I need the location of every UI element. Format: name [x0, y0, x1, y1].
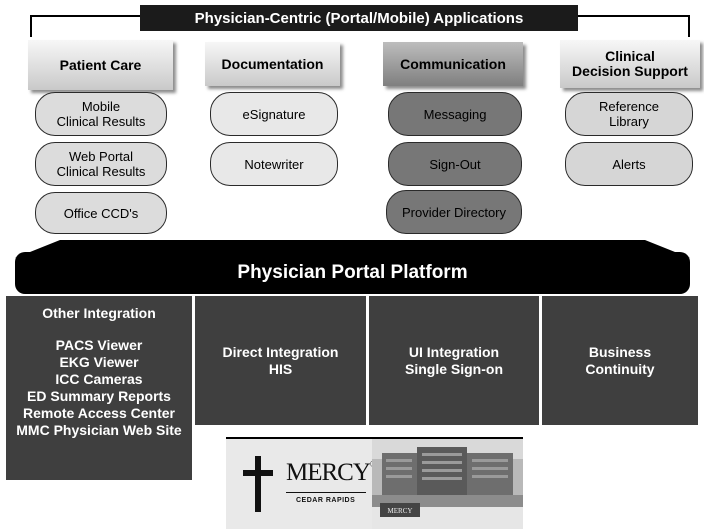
- logo-underline: [286, 492, 366, 493]
- mercy-logo: MERCY® CEDAR RAPIDS: [226, 439, 377, 529]
- bracket-left-horizontal: [30, 15, 140, 17]
- logo-name: MERCY: [286, 459, 371, 486]
- other-item-pacs-viewer: PACS Viewer: [55, 337, 143, 353]
- pill-sign-out: Sign-Out: [388, 142, 522, 186]
- other-item-ed-summary-reports: ED Summary Reports: [27, 388, 171, 404]
- hospital-photo: MERCY: [372, 439, 523, 529]
- category-documentation: Documentation: [205, 42, 340, 86]
- diagram-title: Physician-Centric (Portal/Mobile) Applic…: [140, 5, 578, 31]
- bracket-left-vertical: [30, 15, 32, 37]
- box-direct-integration: Direct Integration HIS: [195, 296, 366, 425]
- category-communication: Communication: [383, 42, 523, 86]
- hospital-building-icon: MERCY: [372, 439, 523, 529]
- platform-label: Physician Portal Platform: [237, 262, 468, 283]
- bracket-right-vertical: [688, 15, 690, 37]
- pill-web-portal-clinical-results: Web Portal Clinical Results: [35, 142, 167, 186]
- box-other-integration: Other Integration PACS Viewer EKG Viewer…: [6, 296, 192, 480]
- category-label: Communication: [400, 55, 506, 72]
- other-integration-title: Other Integration: [42, 305, 156, 321]
- pill-reference-library: Reference Library: [565, 92, 693, 136]
- platform-bar: Physician Portal Platform: [15, 252, 690, 294]
- other-item-mmc-physician-web-site: MMC Physician Web Site: [16, 422, 182, 438]
- category-clinical-decision-support: Clinical Decision Support: [560, 40, 700, 88]
- pill-office-ccds: Office CCD's: [35, 192, 167, 234]
- category-label: Patient Care: [59, 56, 142, 73]
- other-item-remote-access-center: Remote Access Center: [23, 405, 175, 421]
- pill-mobile-clinical-results: Mobile Clinical Results: [35, 92, 167, 136]
- pill-messaging: Messaging: [388, 92, 522, 136]
- pill-provider-directory: Provider Directory: [386, 190, 522, 234]
- other-item-icc-cameras: ICC Cameras: [55, 371, 143, 387]
- logo-top-line: [226, 437, 523, 439]
- pill-esignature: eSignature: [210, 92, 338, 136]
- other-item-ekg-viewer: EKG Viewer: [59, 354, 139, 370]
- cross-icon: [243, 456, 273, 512]
- category-label: Documentation: [221, 55, 324, 72]
- pill-notewriter: Notewriter: [210, 142, 338, 186]
- sign-text: MERCY: [388, 507, 413, 515]
- category-patient-care: Patient Care: [28, 40, 173, 90]
- logo-subtitle: CEDAR RAPIDS: [296, 497, 356, 504]
- box-ui-integration: UI Integration Single Sign-on: [369, 296, 539, 425]
- pill-alerts: Alerts: [565, 142, 693, 186]
- box-business-continuity: Business Continuity: [542, 296, 698, 425]
- bracket-right-horizontal: [578, 15, 690, 17]
- category-label: Clinical Decision Support: [572, 48, 688, 79]
